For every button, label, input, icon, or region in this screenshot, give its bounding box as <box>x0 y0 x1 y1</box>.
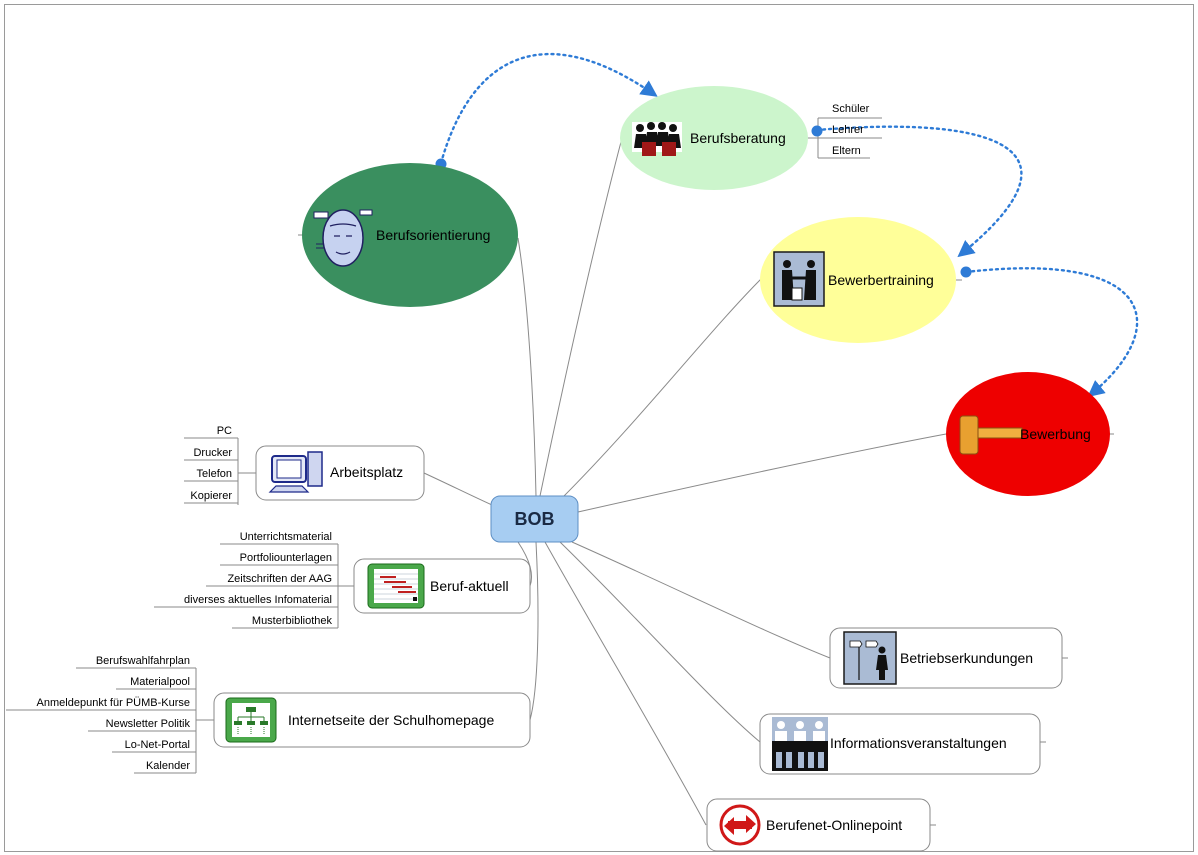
subtopic-label: Materialpool <box>130 676 190 688</box>
subtopic-label: Newsletter Politik <box>105 718 190 730</box>
topic-internetseite-shape[interactable] <box>213 692 531 748</box>
branch-line-berufenet <box>544 541 707 826</box>
topic-internetseite-label: Internetseite der Schulhomepage <box>288 712 495 728</box>
relationship-berufsberatung-bewerbertraining <box>815 125 1023 258</box>
center-node-label: BOB <box>514 509 555 529</box>
subtopic-label: Drucker <box>193 447 232 459</box>
relationship-berufsorientierung-berufsberatung <box>439 52 658 165</box>
subtopic-label: Kopierer <box>190 490 232 502</box>
subtopic-label: Unterrichtsmaterial <box>239 531 332 543</box>
subtopic-label: Musterbibliothek <box>251 615 332 627</box>
subtopic-label: Schüler <box>832 103 870 115</box>
topic-bewerbertraining-shape[interactable] <box>760 217 956 343</box>
subtopic-label: diverses aktuelles Infomaterial <box>184 594 332 606</box>
exchange-arrows-icon <box>719 804 761 846</box>
relationship-bewerbertraining-bewerbung <box>964 267 1139 398</box>
subtopic-label: Eltern <box>832 145 861 157</box>
subtopic-label: Zeitschriften der AAG <box>227 573 332 585</box>
signpost-person-icon <box>843 631 897 685</box>
subtopic-lines <box>6 117 1114 826</box>
relationship-arrows <box>439 52 1139 398</box>
branch-line-bewerbertraining <box>559 277 763 501</box>
center-node-shape[interactable] <box>490 495 579 543</box>
topic-beruf-aktuell-label: Beruf-aktuell <box>430 578 509 594</box>
subtopic-label: Kalender <box>145 760 190 772</box>
computer-icon <box>266 451 323 496</box>
diagram-frame <box>4 4 1194 852</box>
branch-line-bewerbung <box>577 433 947 513</box>
branch-line-informationsveranstaltungen <box>559 541 761 743</box>
topic-arbeitsplatz-label: Arbeitsplatz <box>330 464 404 480</box>
topic-bewerbertraining-label: Bewerbertraining <box>828 272 934 288</box>
subtopic-label: Portfoliounterlagen <box>239 552 332 564</box>
topic-berufsorientierung-label: Berufsorientierung <box>376 227 491 243</box>
topic-informationsveranstaltungen-label: Informationsveranstaltungen <box>830 735 1007 751</box>
subtopic-label: Lehrer <box>832 124 864 136</box>
branch-line-berufsorientierung <box>517 237 537 497</box>
topic-berufsorientierung-shape[interactable] <box>302 163 518 307</box>
gavel-icon <box>959 415 1023 455</box>
subtopic-label: Lo-Net-Portal <box>124 739 190 751</box>
subtopic-label: PC <box>216 425 232 437</box>
topic-betriebserkundungen-label: Betriebserkundungen <box>900 650 1034 666</box>
branch-line-internetseite <box>529 541 539 721</box>
topic-bewerbung-shape[interactable] <box>946 372 1110 496</box>
topic-berufsberatung-label: Berufsberatung <box>690 130 786 146</box>
face-profile-icon <box>313 209 373 267</box>
branch-lines <box>423 137 947 826</box>
topic-berufenet-label: Berufenet-Onlinepoint <box>766 817 903 833</box>
topic-berufenet-shape[interactable] <box>706 798 931 852</box>
branch-line-arbeitsplatz <box>423 472 493 506</box>
subtopic-label: Anmeldepunkt für PÜMB-Kurse <box>36 697 190 709</box>
org-chart-icon <box>225 697 277 743</box>
handshake-icon <box>773 251 825 307</box>
branch-line-betriebserkundungen <box>571 541 831 659</box>
subtopic-label: Berufswahlfahrplan <box>95 655 190 667</box>
branch-line-berufsberatung <box>539 137 623 497</box>
gantt-chart-icon <box>367 563 425 609</box>
topic-berufsberatung-shape[interactable] <box>620 86 808 190</box>
topic-bewerbung-label: Bewerbung <box>1020 426 1091 442</box>
subtopic-label: Telefon <box>196 468 232 480</box>
audience-icon <box>772 717 828 771</box>
meeting-group-icon <box>632 122 682 156</box>
topic-informationsveranstaltungen-shape[interactable] <box>759 713 1041 775</box>
